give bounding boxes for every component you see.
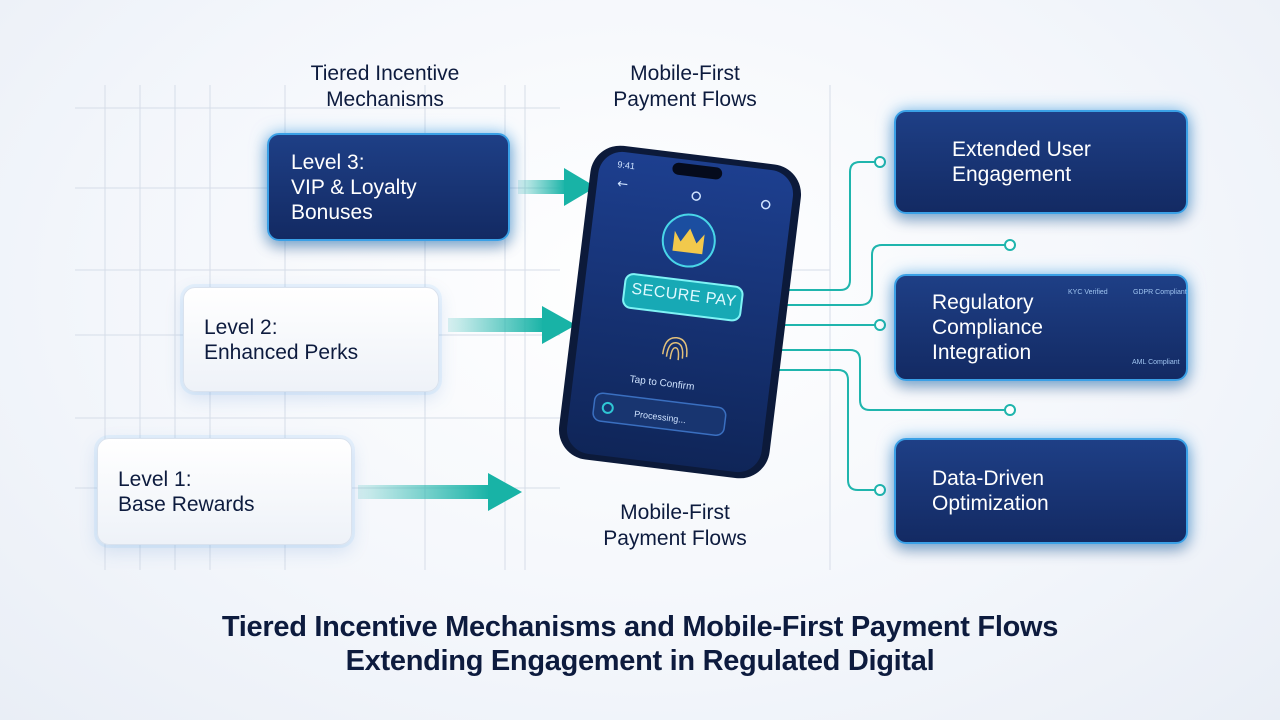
outcome-card-compliance: Regulatory Compliance Integration [894, 274, 1188, 381]
heading-payment-flows-top: Mobile-First Payment Flows [613, 62, 757, 111]
arrow-level-1 [358, 485, 490, 499]
status-time: 9:41 [617, 159, 636, 171]
tier-label-level-1: Level 1: Base Rewards [118, 467, 255, 516]
connector-nodes [874, 156, 1016, 496]
outcome-label-compliance: Regulatory Compliance Integration [932, 291, 1043, 364]
phone-notch [672, 162, 723, 180]
crown-icon [672, 228, 705, 255]
help-icon [760, 199, 771, 210]
badge-kyc: KYC Verified [1068, 289, 1108, 296]
outcome-connectors [760, 161, 1008, 491]
processing-bar [592, 392, 727, 437]
badge-aml: AML Compliant [1132, 359, 1180, 366]
outcome-card-engagement: Extended User Engagement [894, 110, 1188, 214]
tier-arrows [358, 168, 596, 511]
outcome-label-optimization: Data-Driven Optimization [932, 467, 1049, 515]
tier-card-level-1: Level 1: Base Rewards [97, 438, 352, 545]
tier-label-level-2: Level 2: Enhanced Perks [204, 315, 359, 364]
arrow-level-2 [448, 318, 544, 332]
heading-payment-flows-bottom: Mobile-First Payment Flows [603, 501, 747, 550]
outcome-card-optimization: Data-Driven Optimization [894, 438, 1188, 544]
arrow-level-3 [518, 180, 566, 194]
badge-gdpr: GDPR Compliant [1133, 289, 1187, 296]
spinner-icon [601, 401, 614, 414]
fingerprint-icon [661, 336, 688, 361]
heading-tiered-incentives: Tiered Incentive Mechanisms [310, 62, 460, 111]
back-icon: ← [616, 176, 629, 192]
tier-card-level-2: Level 2: Enhanced Perks [183, 287, 439, 392]
outcome-label-engagement: Extended User Engagement [952, 138, 1091, 186]
tier-card-level-3: Level 3: VIP & Loyalty Bonuses [267, 133, 510, 241]
settings-icon [691, 191, 701, 201]
diagram-title: Tiered Incentive Mechanisms and Mobile-F… [221, 611, 1059, 677]
smartphone: 9:41 ← [558, 145, 802, 479]
tier-label-level-3: Level 3: VIP & Loyalty Bonuses [291, 150, 417, 224]
secure-pay-button [622, 273, 744, 322]
